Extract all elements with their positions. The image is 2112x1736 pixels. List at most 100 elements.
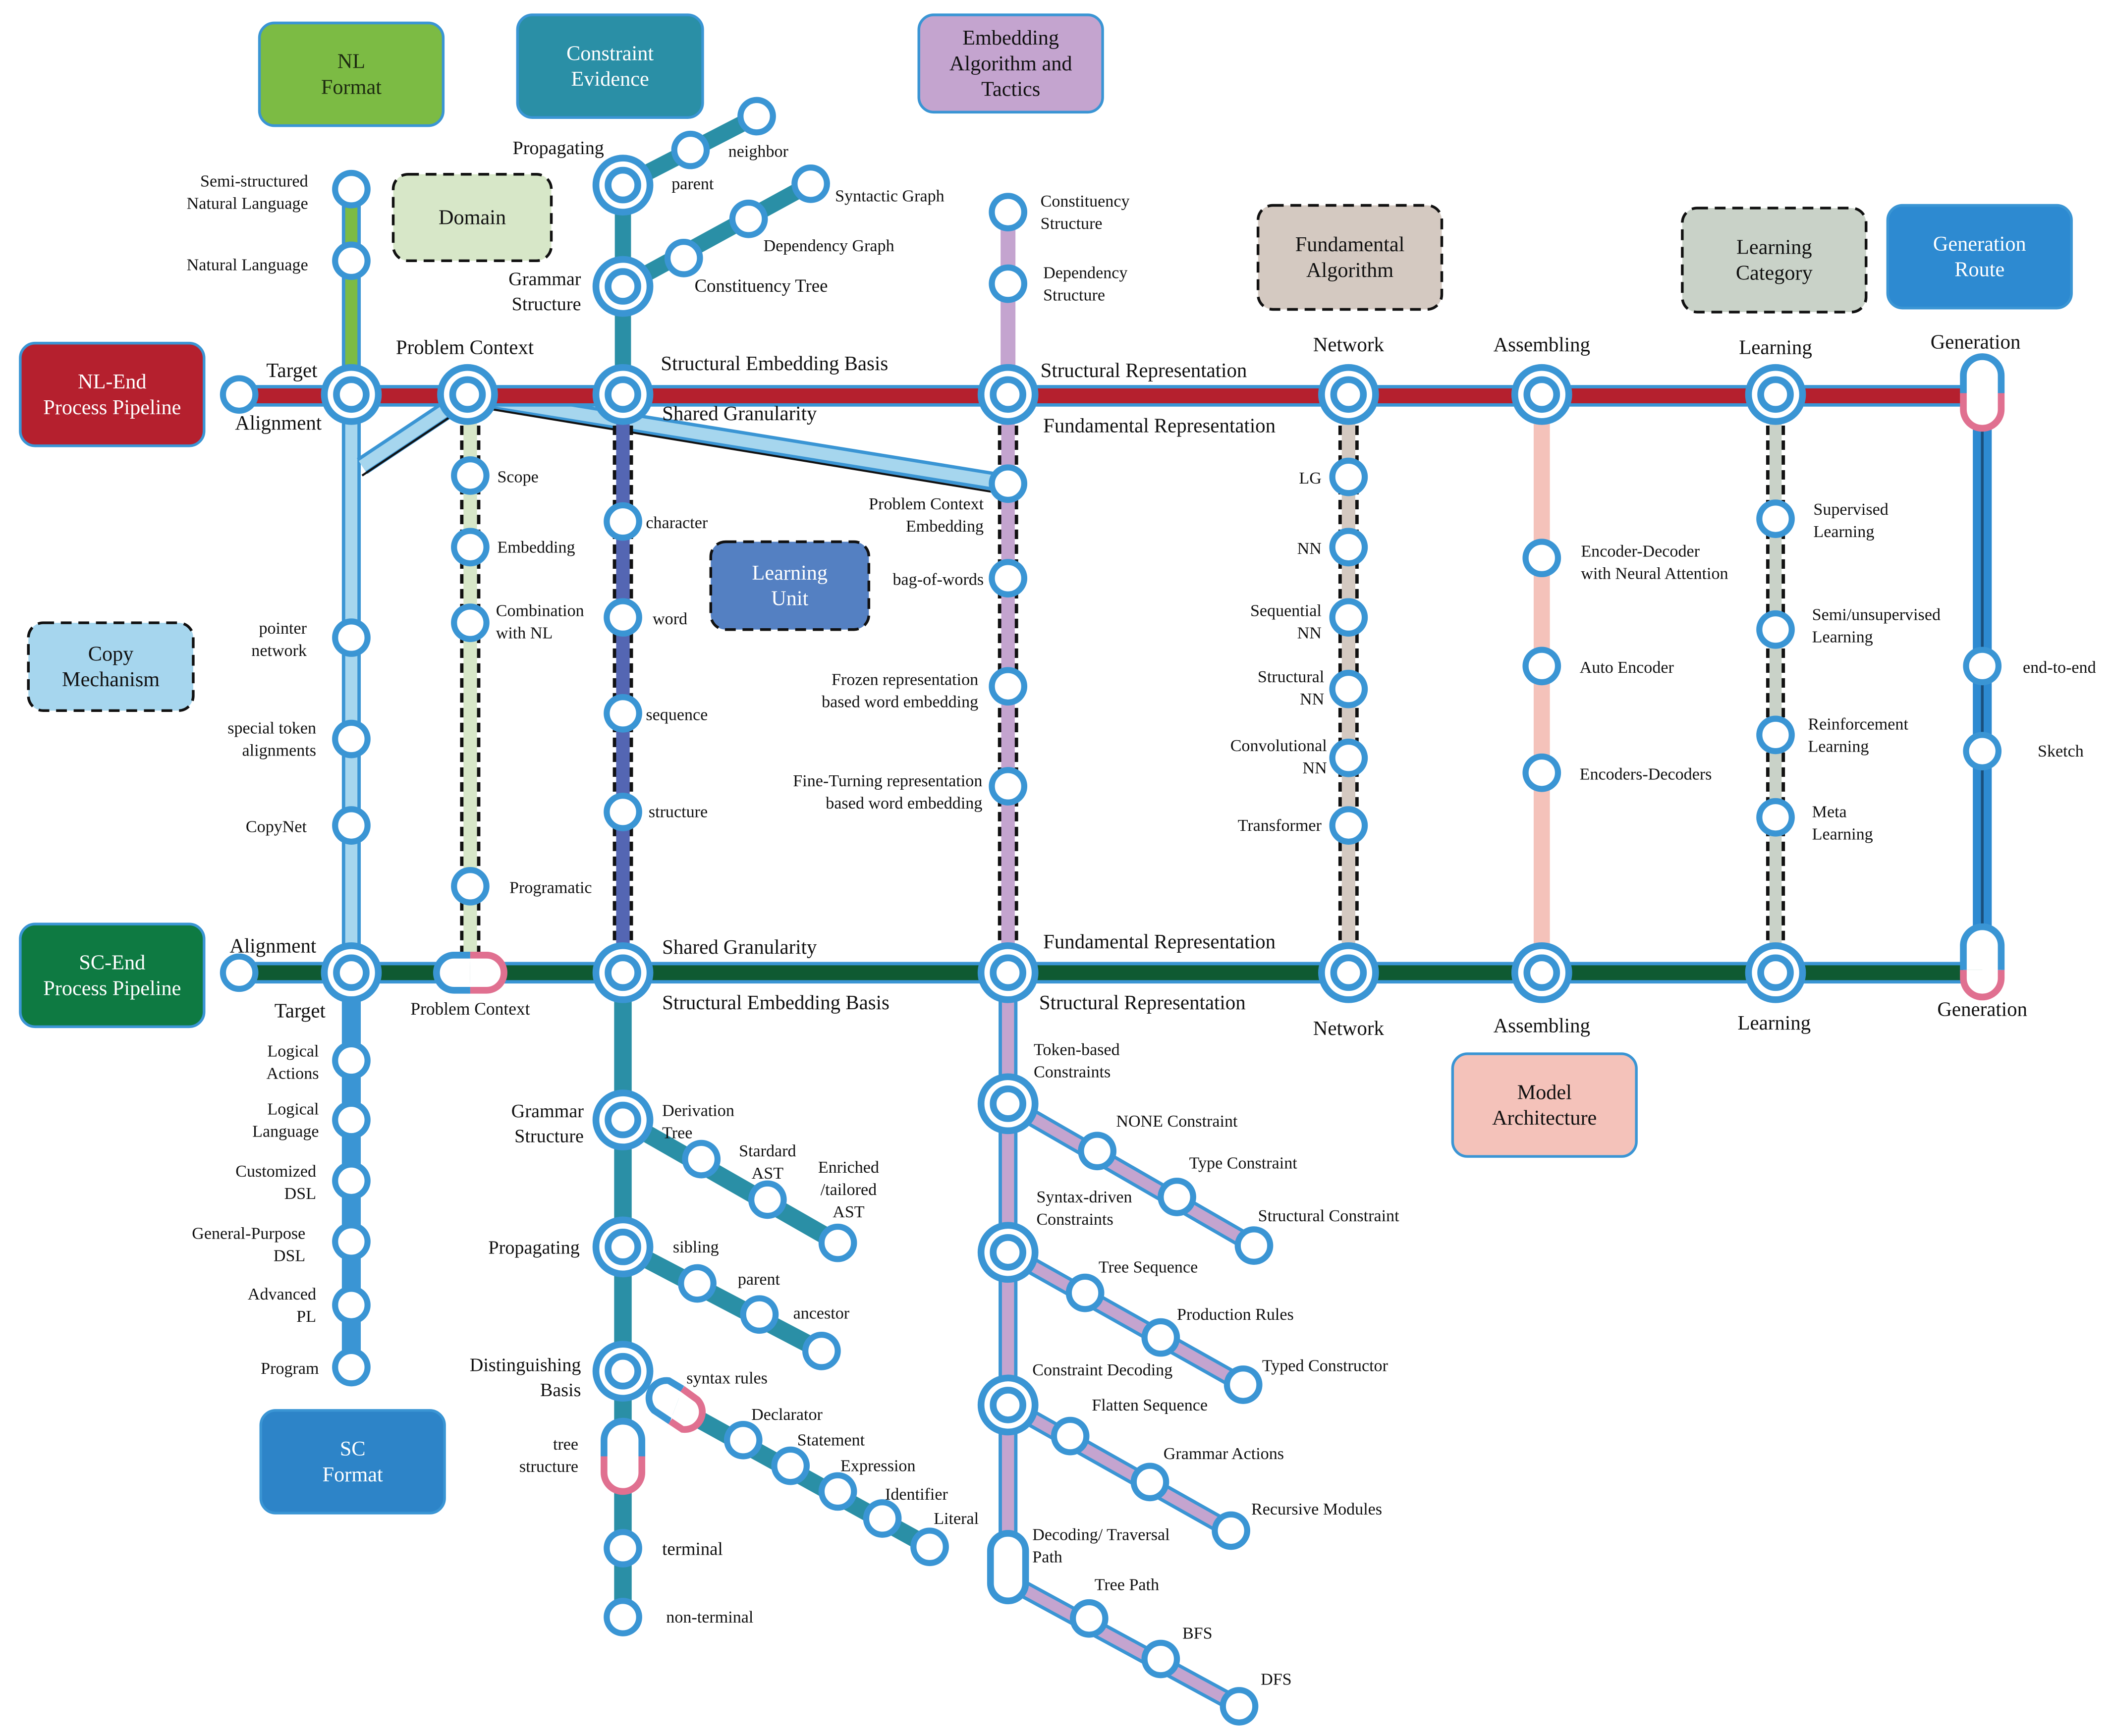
emb-token-branch — [1005, 1099, 1257, 1250]
station — [1223, 1365, 1263, 1404]
legend-label: Domain — [439, 206, 506, 229]
nl-line-learning-label: Learning — [1739, 336, 1812, 358]
capsule-tree-structure — [601, 1417, 646, 1495]
interchange-station — [321, 364, 382, 425]
interchange-station — [592, 155, 654, 216]
interchange-station — [1318, 364, 1379, 425]
sc-line-network-label: Network — [1313, 1017, 1385, 1039]
copy-branch-copynet-label: CopyNet — [246, 818, 307, 836]
embedding-bottom-tree-path-label: Tree Path — [1095, 1575, 1159, 1594]
station — [604, 598, 642, 637]
station — [863, 1499, 902, 1538]
constraint-bottom-statement-label: Statement — [797, 1431, 865, 1450]
station — [604, 792, 642, 831]
nl-line-network-label: Network — [1313, 333, 1385, 356]
capsule-decoding-traversal — [987, 1530, 1029, 1605]
station — [1158, 1178, 1196, 1216]
station — [818, 1472, 857, 1511]
generation-branch-sketch-label: Sketch — [2038, 742, 2084, 760]
station — [1756, 610, 1795, 649]
station — [220, 375, 259, 414]
learning-unit-branch-word-label: word — [653, 610, 687, 628]
station — [451, 867, 490, 906]
station — [748, 1180, 787, 1219]
station — [332, 1100, 371, 1139]
domain-branch-programatic-label: Programatic — [509, 878, 592, 897]
station — [332, 1041, 371, 1080]
station — [604, 1529, 642, 1568]
station — [1078, 1132, 1117, 1171]
embedding-bottom-bfs-label: BFS — [1182, 1625, 1213, 1643]
constraint-bottom-ancestor-label: ancestor — [793, 1304, 850, 1322]
nl-line-structural-representation-label: Structural Representation — [1041, 359, 1247, 381]
station — [604, 502, 642, 541]
generation-branch-end-to-end-label: end-to-end — [2023, 658, 2096, 677]
embedding-bottom-dfs-label: DFS — [1261, 1670, 1292, 1688]
station — [989, 193, 1028, 231]
sc-line-problem-context-label: Problem Context — [410, 999, 530, 1019]
interchange-station — [977, 364, 1039, 425]
constraint-top-propagating-label: Propagating — [512, 138, 604, 159]
constraint-propagating-bottom-branch — [618, 1239, 826, 1359]
station — [1051, 1416, 1090, 1456]
constraint-bottom-literal-label: Literal — [934, 1510, 979, 1528]
constraint-top-parent-label: parent — [671, 175, 714, 193]
station — [220, 953, 259, 992]
nl-line-structural-embedding-basis-label: Structural Embedding Basis — [661, 352, 888, 375]
sc-line-alignment-label: Alignment — [229, 934, 317, 957]
station — [989, 559, 1028, 597]
sc-line-structural-representation-label: Structural Representation — [1039, 991, 1246, 1014]
embedding-bottom-none-constraint-label: NONE Constraint — [1116, 1112, 1238, 1131]
station — [1234, 1226, 1274, 1265]
station — [1963, 647, 2002, 686]
station — [989, 464, 1028, 503]
station — [1329, 669, 1368, 708]
sc-format-program-label: Program — [261, 1359, 319, 1378]
station — [989, 667, 1028, 706]
constraint-bottom-identifier-label: Identifier — [885, 1485, 948, 1504]
nl-format-natural-language-label: Natural Language — [187, 256, 308, 274]
station — [1522, 647, 1561, 686]
station — [1065, 1273, 1105, 1312]
constraint-bottom-sibling-label: sibling — [673, 1238, 719, 1256]
algorithm-branch-lg-label: LG — [1299, 469, 1321, 488]
sc-line-fundamental-representation-label: Fundamental Representation — [1043, 930, 1276, 953]
station — [332, 241, 371, 280]
nl-line-fundamental-representation-label: Fundamental Representation — [1043, 415, 1276, 437]
interchange-station — [321, 942, 382, 1003]
embedding-bottom-recursive-modules-label: Recursive Modules — [1251, 1500, 1382, 1519]
sc-line-assembling-label: Assembling — [1494, 1014, 1590, 1036]
station — [1522, 539, 1561, 578]
station — [332, 719, 371, 759]
embedding-mid-bag-of-words-label: bag-of-words — [893, 571, 984, 589]
station — [729, 199, 768, 238]
nl-line-shared-granularity-label: Shared Granularity — [662, 402, 817, 425]
nl-line-problem-context-label: Problem Context — [396, 336, 534, 358]
capsule-generation-nl — [1960, 353, 2005, 432]
capsule-problem-context-sc — [433, 952, 507, 994]
capsule-syntax-rules — [645, 1377, 706, 1433]
